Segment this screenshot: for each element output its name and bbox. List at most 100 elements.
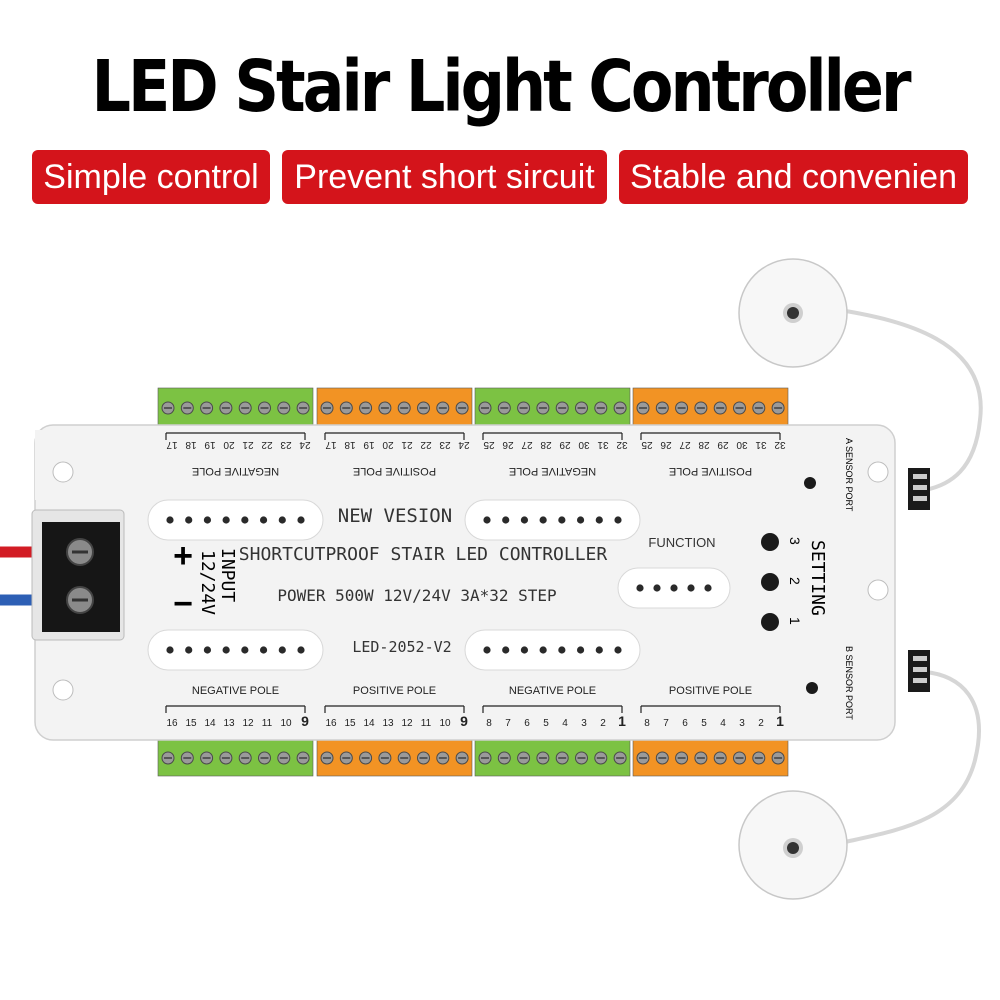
led-dot	[502, 646, 510, 654]
input-label: INPUT	[217, 548, 238, 602]
led-dot	[576, 516, 585, 524]
led-dot	[166, 646, 174, 654]
top-pin-number: 27	[679, 439, 691, 450]
bottom-pin-number: 11	[421, 718, 432, 729]
led-dot	[259, 646, 268, 654]
input-terminal-block	[31, 509, 125, 641]
bottom-pin-number: 16	[166, 718, 178, 729]
bottom-pin-number: 14	[204, 718, 216, 729]
top-pin-number: 30	[736, 439, 748, 450]
led-dot	[483, 646, 491, 654]
bottom-pin-number: 10	[280, 718, 292, 729]
bottom-strip-1	[157, 737, 314, 777]
b-sensor-port-label: B SENSOR PORT	[844, 646, 854, 720]
bottom-pin-number: 12	[242, 718, 254, 729]
controller-name-label: SHORTCUTPROOF STAIR LED CONTROLLER	[239, 544, 608, 565]
led-windows	[147, 499, 731, 671]
led-dot	[520, 516, 529, 524]
page-title: LED Stair Light Controller	[91, 44, 911, 129]
top-pin-number: 30	[578, 439, 590, 450]
top-pin-number: 17	[166, 439, 178, 450]
minus-label: −	[173, 585, 193, 623]
led-dot	[636, 584, 644, 592]
bottom-pin-number: 16	[325, 718, 337, 729]
led-dot	[614, 516, 622, 524]
led-dot	[539, 646, 547, 654]
bottom-strip-3	[474, 737, 631, 777]
top-pin-number: 23	[280, 439, 292, 450]
sensor-a-indicator	[804, 477, 816, 489]
bottom-pin-number: 11	[262, 718, 273, 729]
led-dot	[297, 646, 305, 654]
bottom-pole-label: POSITIVE POLE	[669, 685, 752, 697]
top-pin-number: 23	[439, 439, 451, 450]
setting-button-3[interactable]	[761, 533, 779, 551]
setting-button-2[interactable]	[761, 573, 779, 591]
badge-stable-convenient: Stable and convenien	[619, 150, 968, 204]
bottom-pin-number: 5	[701, 718, 707, 729]
top-pin-number: 22	[261, 439, 273, 450]
led-dot	[520, 646, 529, 654]
mount-hole-left-bottom	[52, 679, 74, 701]
top-strip-1	[157, 387, 314, 427]
top-pin-number: 26	[660, 439, 672, 450]
bottom-pin-number: 14	[363, 718, 375, 729]
top-pin-number: 18	[185, 439, 197, 450]
plus-label: +	[173, 537, 193, 575]
top-pin-number: 24	[299, 439, 311, 450]
setting-button-1[interactable]	[761, 613, 779, 631]
top-pin-number: 19	[204, 439, 216, 450]
led-window-function	[617, 567, 731, 609]
input-voltage-label: 12/24V	[197, 550, 218, 615]
top-terminal-strips	[157, 387, 789, 427]
led-dot	[185, 516, 193, 524]
top-pin-number: 21	[242, 439, 254, 450]
mount-hole-right-top	[867, 461, 889, 483]
led-dot	[185, 646, 193, 654]
bottom-pin-number: 3	[739, 718, 745, 729]
bottom-strip-2	[316, 737, 473, 777]
bottom-pin-number: 8	[644, 718, 650, 729]
led-dot	[670, 584, 678, 592]
bottom-pin-number: 12	[401, 718, 413, 729]
sensor-b	[738, 790, 848, 900]
bottom-pin-number: 13	[382, 718, 394, 729]
top-pole-label: POSITIVE POLE	[669, 465, 752, 477]
top-pin-number: 26	[502, 439, 514, 450]
top-pin-number: 28	[698, 439, 710, 450]
setting-label: SETTING	[807, 540, 828, 616]
badge-simple-control: Simple control	[32, 150, 270, 204]
bottom-pin-number: 6	[682, 718, 688, 729]
led-dot	[259, 516, 268, 524]
top-pin-number: 21	[401, 439, 413, 450]
led-dot	[558, 646, 566, 654]
bottom-pin-number: 15	[185, 718, 197, 729]
bottom-pin-number: 9	[301, 713, 309, 729]
led-dot	[241, 516, 249, 524]
led-dot	[203, 516, 212, 524]
top-pin-number: 29	[717, 439, 729, 450]
led-dot	[558, 516, 566, 524]
bottom-pin-number: 4	[562, 718, 568, 729]
power-spec-label: POWER 500W 12V/24V 3A*32 STEP	[277, 586, 556, 605]
led-window-bottom-right	[464, 629, 641, 671]
bottom-pin-number: 10	[439, 718, 451, 729]
sensor-a	[738, 258, 848, 368]
top-pin-number: 18	[344, 439, 356, 450]
bottom-pin-number: 3	[581, 718, 587, 729]
top-pin-number: 19	[363, 439, 375, 450]
setting-num-2: 2	[787, 577, 803, 585]
led-dot	[539, 516, 547, 524]
bottom-pin-number: 6	[524, 718, 530, 729]
b-sensor-port[interactable]	[908, 650, 930, 692]
led-dot	[576, 646, 585, 654]
bottom-pin-number: 8	[486, 718, 492, 729]
a-sensor-port[interactable]	[908, 468, 930, 510]
mount-hole-right-mid	[867, 579, 889, 601]
led-dot	[704, 584, 712, 592]
bottom-pin-number: 15	[344, 718, 356, 729]
setting-buttons[interactable]	[761, 533, 779, 631]
led-window-bottom-left	[147, 629, 324, 671]
bottom-pole-label: NEGATIVE POLE	[192, 685, 279, 697]
